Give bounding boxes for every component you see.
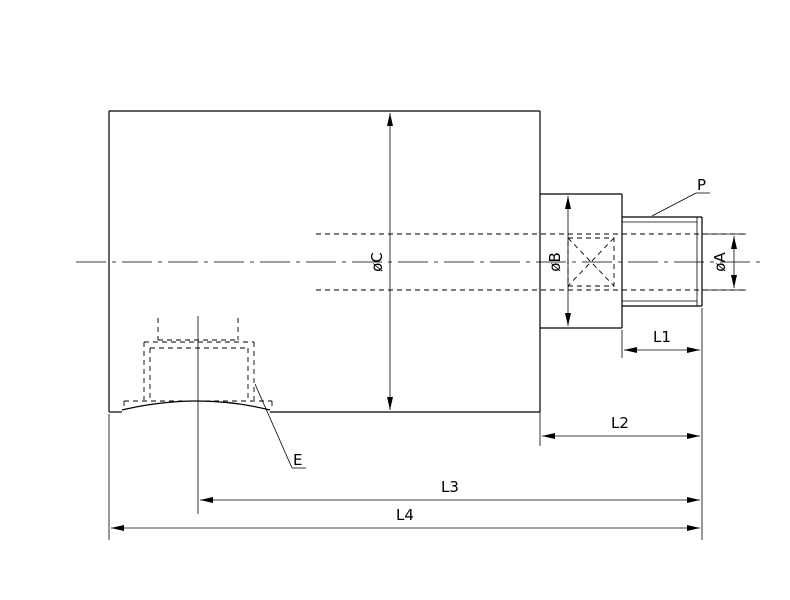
label-l1: L1: [653, 328, 671, 346]
extension-lines: [108, 233, 746, 540]
hidden-port-e: [123, 316, 273, 514]
leader-e: E: [254, 383, 306, 469]
label-dia-c: øC: [368, 252, 386, 272]
dimension-l3: L3: [200, 478, 700, 503]
label-e: E: [293, 451, 302, 469]
dimension-dia-a: øA: [711, 236, 737, 288]
label-l4: L4: [396, 506, 414, 524]
leader-p: P: [651, 176, 710, 217]
label-l3: L3: [441, 478, 459, 496]
dimension-dia-c: øC: [368, 113, 393, 410]
label-dia-a: øA: [711, 252, 729, 272]
label-dia-b: øB: [546, 252, 564, 271]
dimension-l4: L4: [111, 506, 700, 531]
dimension-dia-b: øB: [546, 196, 571, 326]
label-p: P: [697, 176, 706, 194]
threaded-pin: [622, 216, 703, 307]
label-l2: L2: [611, 414, 629, 432]
dimension-l1: L1: [624, 328, 700, 353]
main-body: [108, 110, 541, 413]
dimension-l2: L2: [542, 414, 700, 439]
